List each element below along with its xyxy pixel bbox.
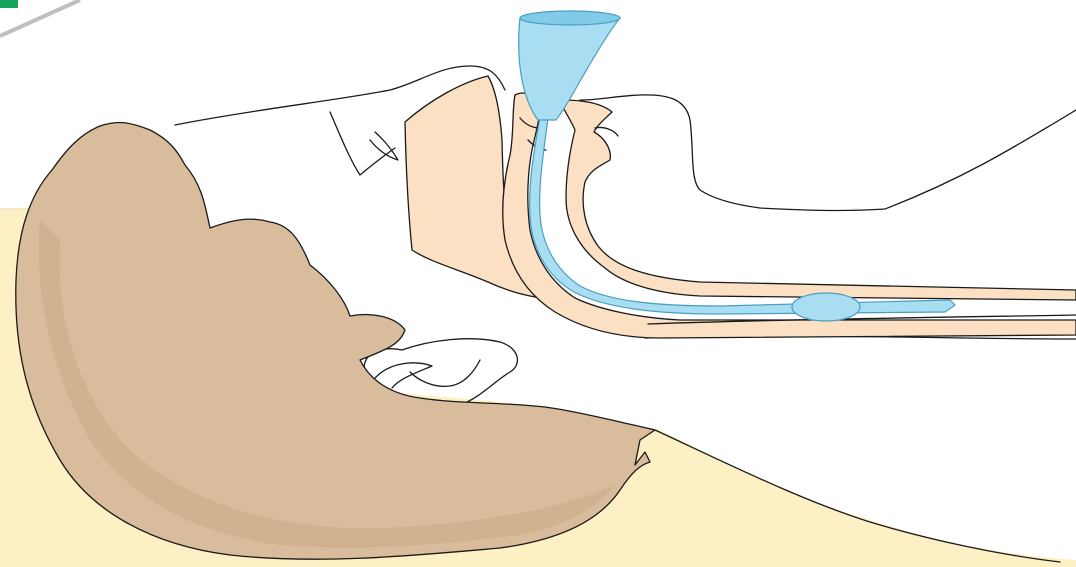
corner-mark bbox=[0, 0, 18, 8]
balloon-cuff bbox=[792, 293, 860, 321]
funnel-rim bbox=[520, 11, 620, 25]
